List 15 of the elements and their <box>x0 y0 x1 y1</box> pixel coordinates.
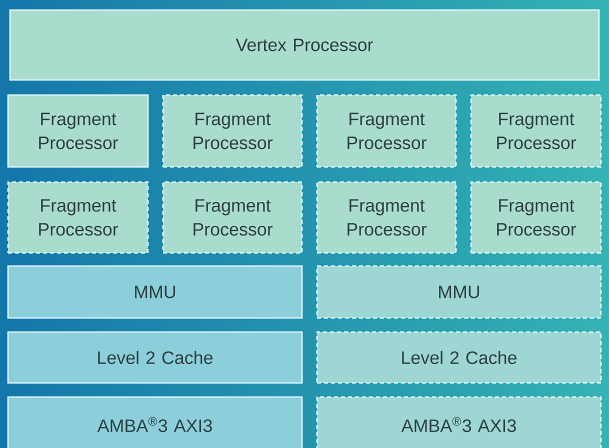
block-box: MMU <box>7 265 303 319</box>
block-box: AMBA$^{®}$3 AXI3 <box>316 396 602 448</box>
block-box: AMBA$^{®}$3 AXI3 <box>7 396 303 448</box>
block-box: Level 2 Cache <box>7 331 303 384</box>
processor-box: Vertex Processor <box>9 9 600 81</box>
processor-box: Fragment Processor <box>470 181 602 254</box>
processor-box: Fragment Processor <box>162 181 303 254</box>
processor-box: Fragment Processor <box>7 181 149 254</box>
block-box: MMU <box>316 265 602 319</box>
processor-box: Fragment Processor <box>162 94 303 168</box>
processor-box: Fragment Processor <box>7 94 149 168</box>
block-box: Level 2 Cache <box>316 331 602 384</box>
processor-box: Fragment Processor <box>470 94 602 168</box>
processor-box: Fragment Processor <box>316 181 457 254</box>
processor-box: Fragment Processor <box>316 94 457 168</box>
